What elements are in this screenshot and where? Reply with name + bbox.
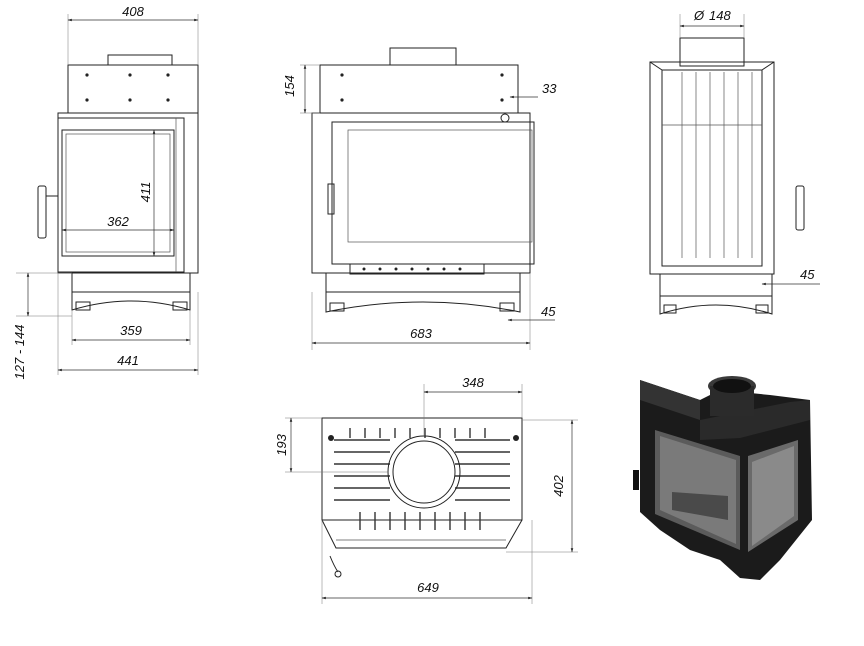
dim-plan-width-top: 348 xyxy=(462,375,484,390)
dim-front-top-width: 408 xyxy=(122,4,144,19)
dim-side-top-height: 154 xyxy=(282,75,297,97)
dim-plan-total-width: 649 xyxy=(417,580,439,595)
dim-front-window-width: 362 xyxy=(107,214,129,229)
dim-side-foot-offset: 45 xyxy=(541,304,556,319)
dim-side-offset: 33 xyxy=(542,81,557,96)
dim-front-height: 411 xyxy=(138,182,153,203)
dim-back-offset: 45 xyxy=(800,267,815,282)
side-view: 154 33 683 45 xyxy=(282,47,557,350)
dim-flue-diameter: 148 xyxy=(709,8,731,23)
fireplace-3d-render xyxy=(633,376,812,580)
dim-front-total-width: 441 xyxy=(117,353,139,368)
back-view: Ø 148 45 xyxy=(649,8,820,315)
dim-side-total-width: 683 xyxy=(410,326,432,341)
dim-front-feet-span: 359 xyxy=(120,323,142,338)
dim-front-leg-height: 127 - 144 xyxy=(12,325,27,380)
front-view: 408 411 362 359 441 127 - 144 xyxy=(12,4,199,380)
plan-view: 348 193 402 649 xyxy=(274,375,578,604)
dim-plan-depth-left: 193 xyxy=(274,433,289,455)
dim-flue-diameter-symbol: Ø xyxy=(693,8,705,23)
dim-plan-depth-right: 402 xyxy=(551,474,566,496)
